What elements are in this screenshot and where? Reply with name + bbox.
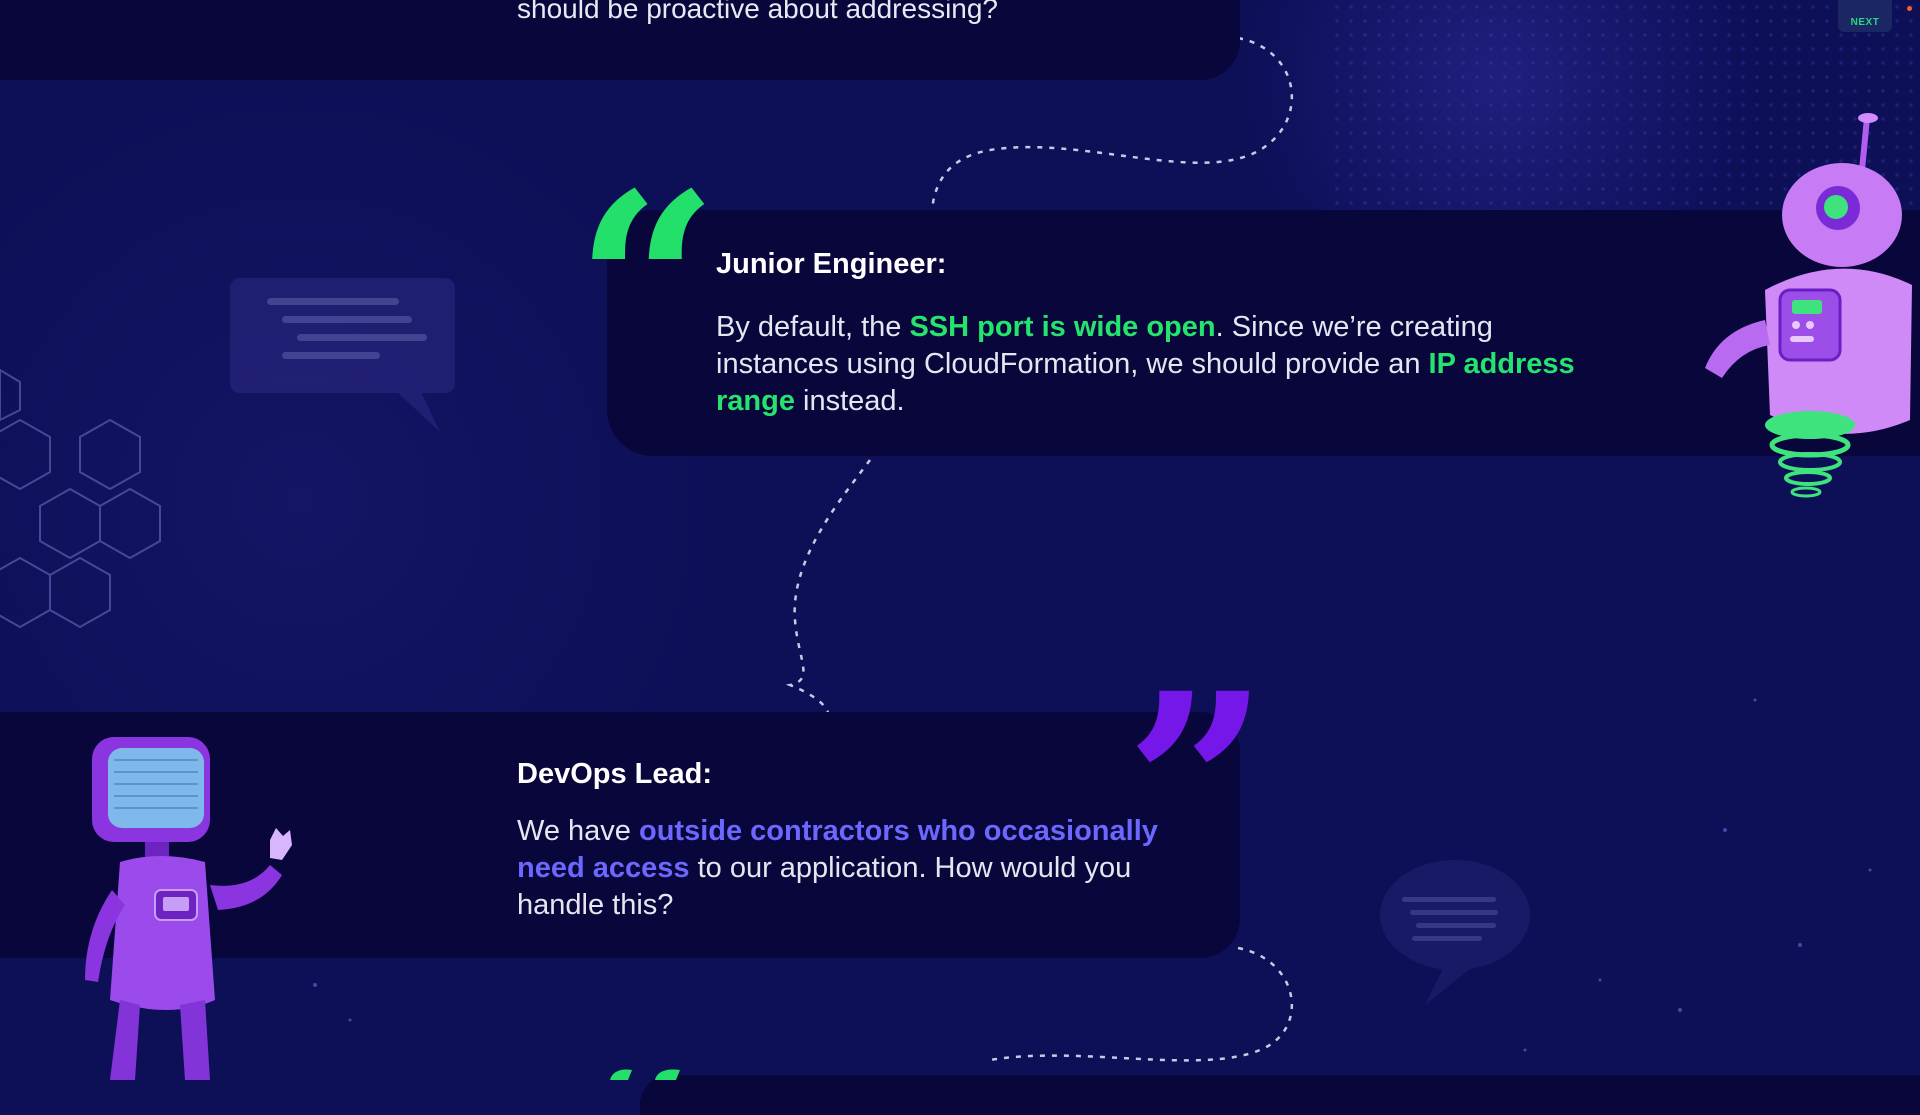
dashed-connector-bottom [989,946,1294,1062]
dialogue-highlight: IP address range [716,348,1575,417]
chat-bubble-icon-secondary [1380,860,1530,1005]
background-decorations [0,36,1872,1062]
dialogue-segment: We have [517,815,639,847]
dialogue-segment: By default, the [716,311,910,343]
previous-question-card [0,0,1240,80]
right-double-quote-icon: ” [1125,638,1269,932]
junior-engineer-dialogue-card [607,210,1920,456]
dialogue-highlight: outside contractors who occasionally nee… [517,815,1158,884]
speaker-name: DevOps Lead: [517,758,712,790]
next-button[interactable]: NEXT [1838,0,1892,32]
dialogue-text: We have outside contractors who occasion… [517,813,1197,924]
dialogue-segment: to our application. How would you handle… [517,852,1132,921]
hexagon-grid-decoration [0,368,161,629]
dialogue-text: By default, the SSH port is wide open. S… [716,309,1606,420]
dashed-connector-mid [785,459,871,713]
dialogue-segment: . Since we’re creating instances using C… [716,311,1493,380]
notification-dot [1907,6,1912,11]
dialogue-highlight: SSH port is wide open [909,311,1216,343]
sparkle-dots [313,698,1872,1052]
next-dialogue-card [640,1075,1920,1115]
speaker-name: Junior Engineer: [716,248,947,280]
chat-bubble-icon [230,278,455,432]
previous-question-text: should be proactive about addressing? [517,0,999,24]
dialogue-segment: instead. [794,385,905,417]
left-double-quote-icon: “ [575,138,719,432]
